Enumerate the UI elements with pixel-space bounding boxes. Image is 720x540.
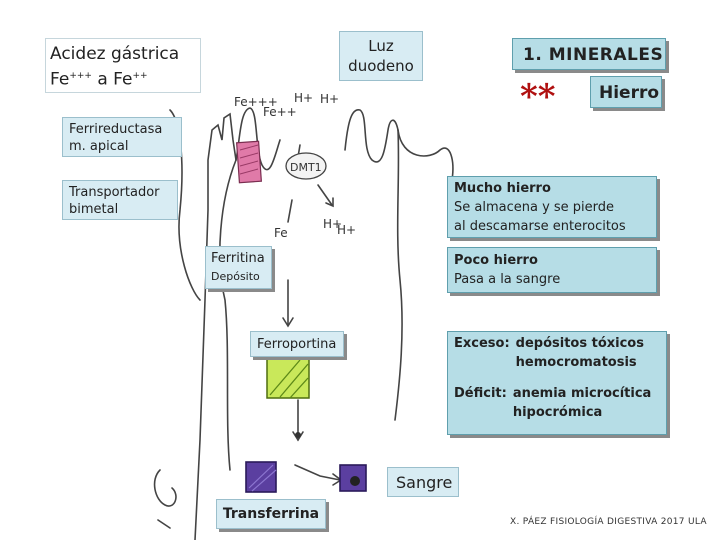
ferrireductasa-protein-icon: [235, 140, 263, 184]
exceso-deficit-box: Exceso: depósitos tóxicos hemocromatosis…: [447, 331, 667, 435]
ferritina-label: Ferritina Depósito: [205, 246, 272, 289]
hand-label-fe2: Fe++: [263, 105, 297, 119]
transferrina-label: Transferrina: [216, 499, 326, 529]
transportador-label: Transportador bimetal: [62, 180, 178, 220]
hand-label-h4: H+: [337, 223, 356, 237]
transferrina-icon: [245, 461, 277, 493]
left-membrane: [194, 112, 237, 540]
hierro-label: Hierro: [590, 76, 662, 108]
acidez-title: Acidez gástrica: [50, 44, 180, 64]
poco-hierro-box: Poco hierro Pasa a la sangre: [447, 247, 657, 293]
hand-label-fe3: Fe+++: [234, 95, 278, 109]
hand-label-h1: H+: [294, 91, 313, 105]
acidez-gastrica-box: Acidez gástrica Fe+++ a Fe++: [45, 38, 201, 93]
exceso-entry: Exceso: depósitos tóxicos hemocromatosis: [454, 336, 644, 370]
ferroportina-label: Ferroportina: [250, 331, 344, 357]
mucho-hierro-box: Mucho hierro Se almacena y se pierde al …: [447, 176, 657, 238]
deficit-entry: Déficit: anemia microcítica hipocrómica: [454, 386, 652, 420]
hand-label-h2: H+: [320, 92, 339, 106]
ferroportina-protein-icon: [266, 357, 310, 399]
hand-label-dmt: DMT1: [290, 161, 322, 174]
transferrina-bound-icon: [339, 464, 367, 492]
luz-duodeno-box: Luz duodeno: [339, 31, 423, 81]
hierro-stars: **: [520, 77, 556, 117]
hand-label-fe-mid: Fe: [274, 226, 288, 240]
page-title: 1. MINERALES: [512, 38, 666, 70]
footer-credit: X. PÁEZ FISIOLOGÍA DIGESTIVA 2017 ULA: [510, 517, 707, 527]
hand-label-h3: H+: [323, 217, 342, 231]
ferrireductasa-label: Ferrireductasa m. apical: [62, 117, 182, 157]
acidez-formula: Fe+++ a Fe++: [50, 69, 148, 90]
sangre-label: Sangre: [387, 467, 459, 497]
